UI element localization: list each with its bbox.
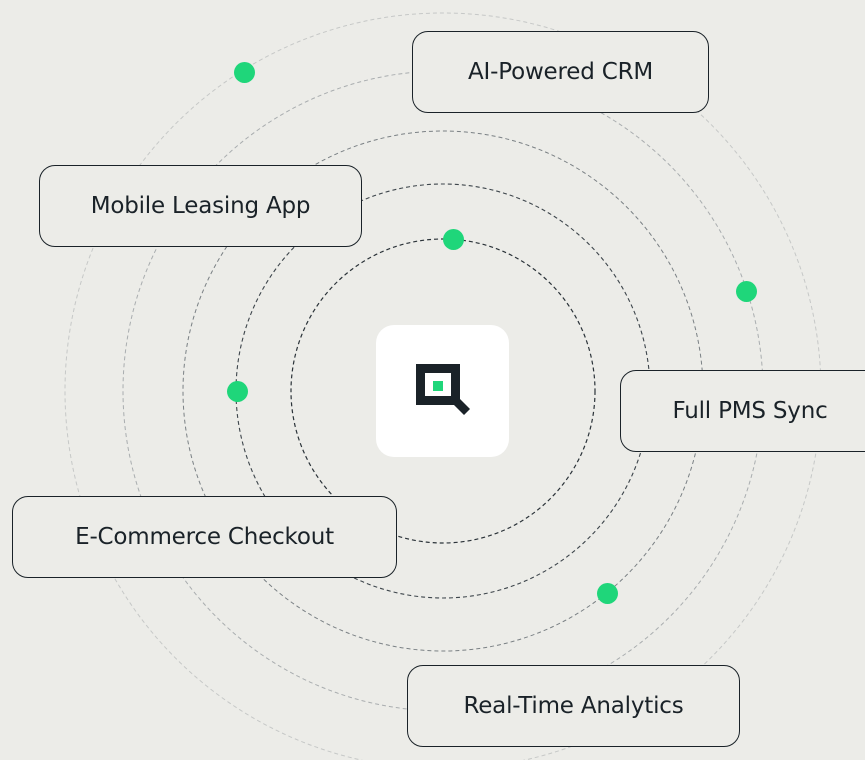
feature-label: Full PMS Sync — [672, 398, 828, 424]
feature-label: Real-Time Analytics — [463, 693, 684, 719]
feature-pill-mobile-leasing-app: Mobile Leasing App — [39, 165, 362, 247]
center-logo-card — [376, 325, 509, 457]
feature-label: AI-Powered CRM — [468, 59, 653, 85]
orbit-dot — [443, 229, 464, 250]
orbit-dot — [597, 583, 618, 604]
feature-pill-ai-powered-crm: AI-Powered CRM — [412, 31, 709, 113]
feature-pill-real-time-analytics: Real-Time Analytics — [407, 665, 740, 747]
feature-label: Mobile Leasing App — [90, 193, 311, 219]
feature-pill-e-commerce-checkout: E-Commerce Checkout — [12, 496, 397, 578]
feature-pill-full-pms-sync: Full PMS Sync — [620, 370, 865, 452]
magnifier-square-logo-icon — [415, 364, 470, 415]
orbit-dot — [234, 62, 255, 83]
orbit-dot — [736, 281, 757, 302]
orbit-dot — [227, 381, 248, 402]
feature-label: E-Commerce Checkout — [75, 524, 334, 550]
